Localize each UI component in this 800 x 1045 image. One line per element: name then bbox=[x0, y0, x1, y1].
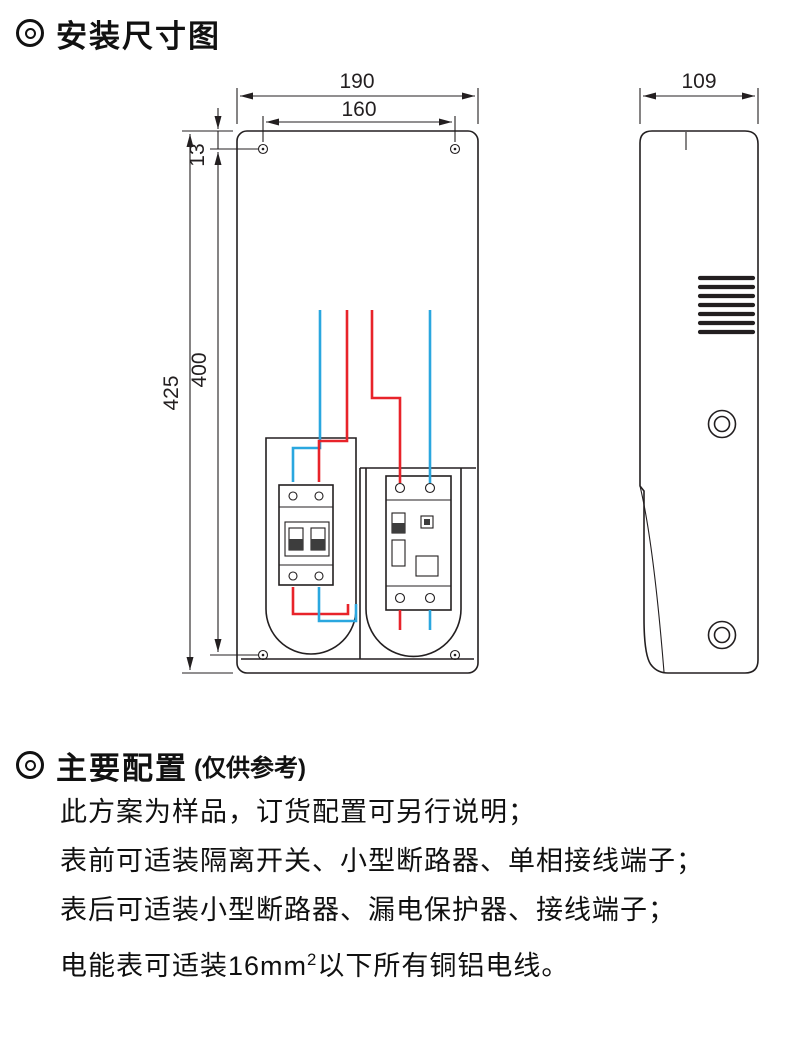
cable-knockouts bbox=[707, 409, 737, 650]
note-line-4: 电能表可适装16mm2以下所有铜铝电线。 bbox=[60, 935, 786, 991]
page-title: 安装尺寸图 bbox=[56, 18, 221, 54]
wire-blue-in-left bbox=[291, 310, 322, 482]
installation-dimension-drawing: 190 160 13 425 400 109 bbox=[160, 70, 759, 674]
section-installation-title: 安装尺寸图 bbox=[0, 0, 800, 54]
dimension-190: 190 bbox=[236, 70, 479, 124]
side-view bbox=[639, 130, 759, 674]
dim-label-425: 425 bbox=[160, 375, 183, 410]
wire-blue-loop bbox=[317, 587, 358, 623]
dim-label-109: 109 bbox=[681, 70, 716, 93]
dimension-109: 109 bbox=[639, 70, 759, 124]
dimension-425: 425 bbox=[160, 134, 259, 674]
wire-red-in-left bbox=[317, 310, 349, 482]
leakage-protector bbox=[385, 475, 452, 611]
note-wire-prefix: 电能表可适装16mm bbox=[60, 951, 308, 981]
dim-label-400: 400 bbox=[188, 352, 211, 387]
double-circle-icon bbox=[16, 19, 44, 47]
wire-red-loop bbox=[291, 587, 350, 616]
dimension-400: 400 bbox=[188, 152, 222, 652]
vent-slats bbox=[697, 275, 756, 335]
double-circle-icon bbox=[16, 751, 44, 779]
configuration-subtitle: (仅供参考) bbox=[194, 754, 306, 782]
front-view bbox=[236, 130, 479, 674]
dimension-160: 160 bbox=[262, 98, 456, 142]
section-configuration-title: 主要配置 (仅供参考) bbox=[0, 732, 800, 786]
configuration-notes: 此方案为样品，订货配置可另行说明； 表前可适装隔离开关、小型断路器、单相接线端子… bbox=[0, 782, 800, 991]
dim-label-190: 190 bbox=[339, 70, 374, 93]
double-circle-inner bbox=[24, 759, 36, 771]
isolator-switch bbox=[278, 484, 334, 586]
note-line-1: 此方案为样品，订货配置可另行说明； bbox=[60, 797, 536, 827]
note-wire-suffix: 以下所有铜铝电线。 bbox=[317, 951, 570, 981]
configuration-title: 主要配置 bbox=[56, 750, 188, 786]
wiring bbox=[291, 310, 432, 630]
dimension-13: 13 bbox=[182, 108, 259, 167]
wire-red-in-right bbox=[370, 310, 402, 483]
note-line-3: 表后可适装小型断路器、漏电保护器、接线端子； bbox=[60, 895, 676, 925]
note-line-2: 表前可适装隔离开关、小型断路器、单相接线端子； bbox=[60, 846, 704, 876]
dim-label-160: 160 bbox=[341, 98, 376, 121]
breaker-bays bbox=[241, 437, 476, 660]
note-wire-superscript: 2 bbox=[307, 950, 318, 969]
double-circle-inner bbox=[24, 27, 36, 39]
